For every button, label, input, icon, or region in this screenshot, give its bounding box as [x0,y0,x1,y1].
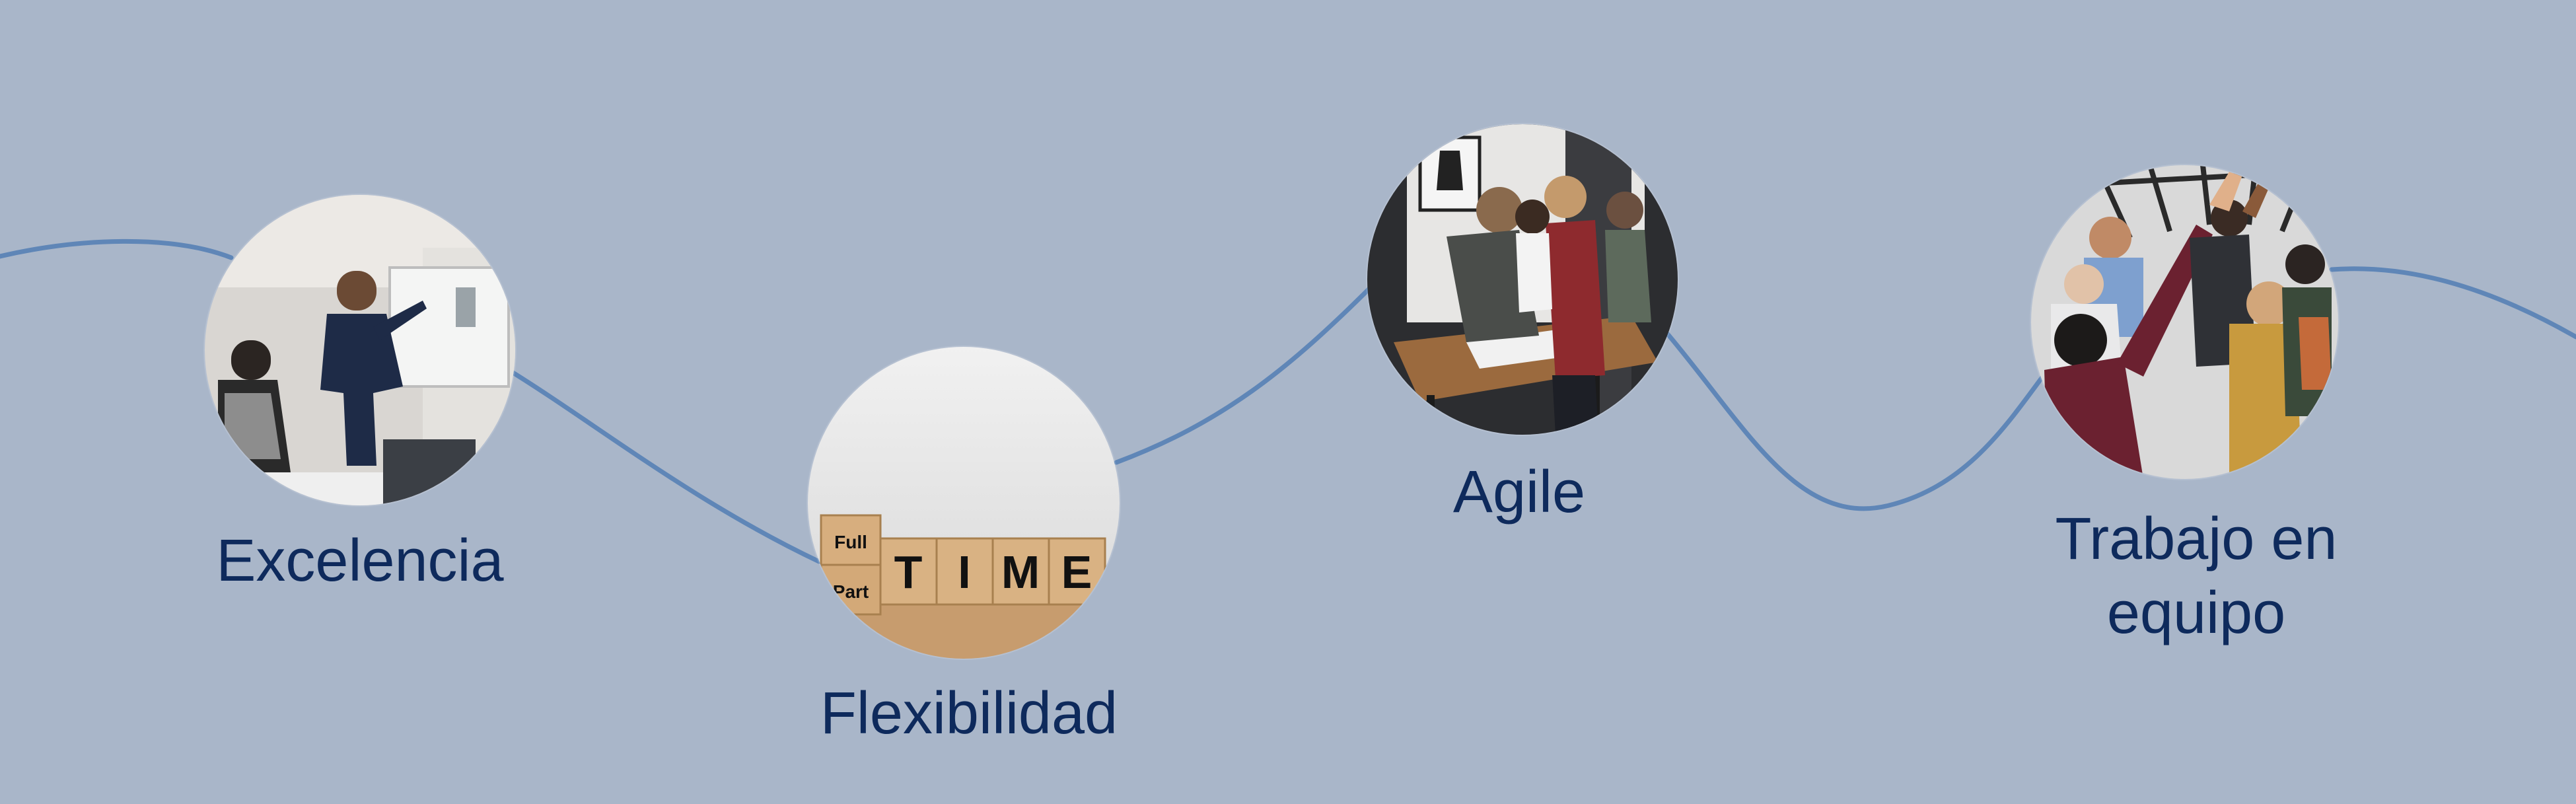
block-letter-e: E [1061,546,1092,598]
value-label-flexibilidad: Flexibilidad [820,680,1118,747]
agile-photo [1367,124,1678,435]
block-letter-m: M [1001,546,1040,598]
block-full-text: Full [834,532,867,552]
block-letter-i: I [958,546,970,598]
excelencia-photo [205,195,515,505]
value-label-excelencia: Excelencia [216,528,504,594]
trabajo-en-equipo-photo [2031,165,2338,479]
flexibilidad-photo: Full Part T I M E [808,347,1120,659]
value-label-agile: Agile [1452,459,1586,525]
value-label-trabajo-en-equipo: Trabajo en equipo [2055,506,2338,646]
block-letter-t: T [894,546,923,598]
